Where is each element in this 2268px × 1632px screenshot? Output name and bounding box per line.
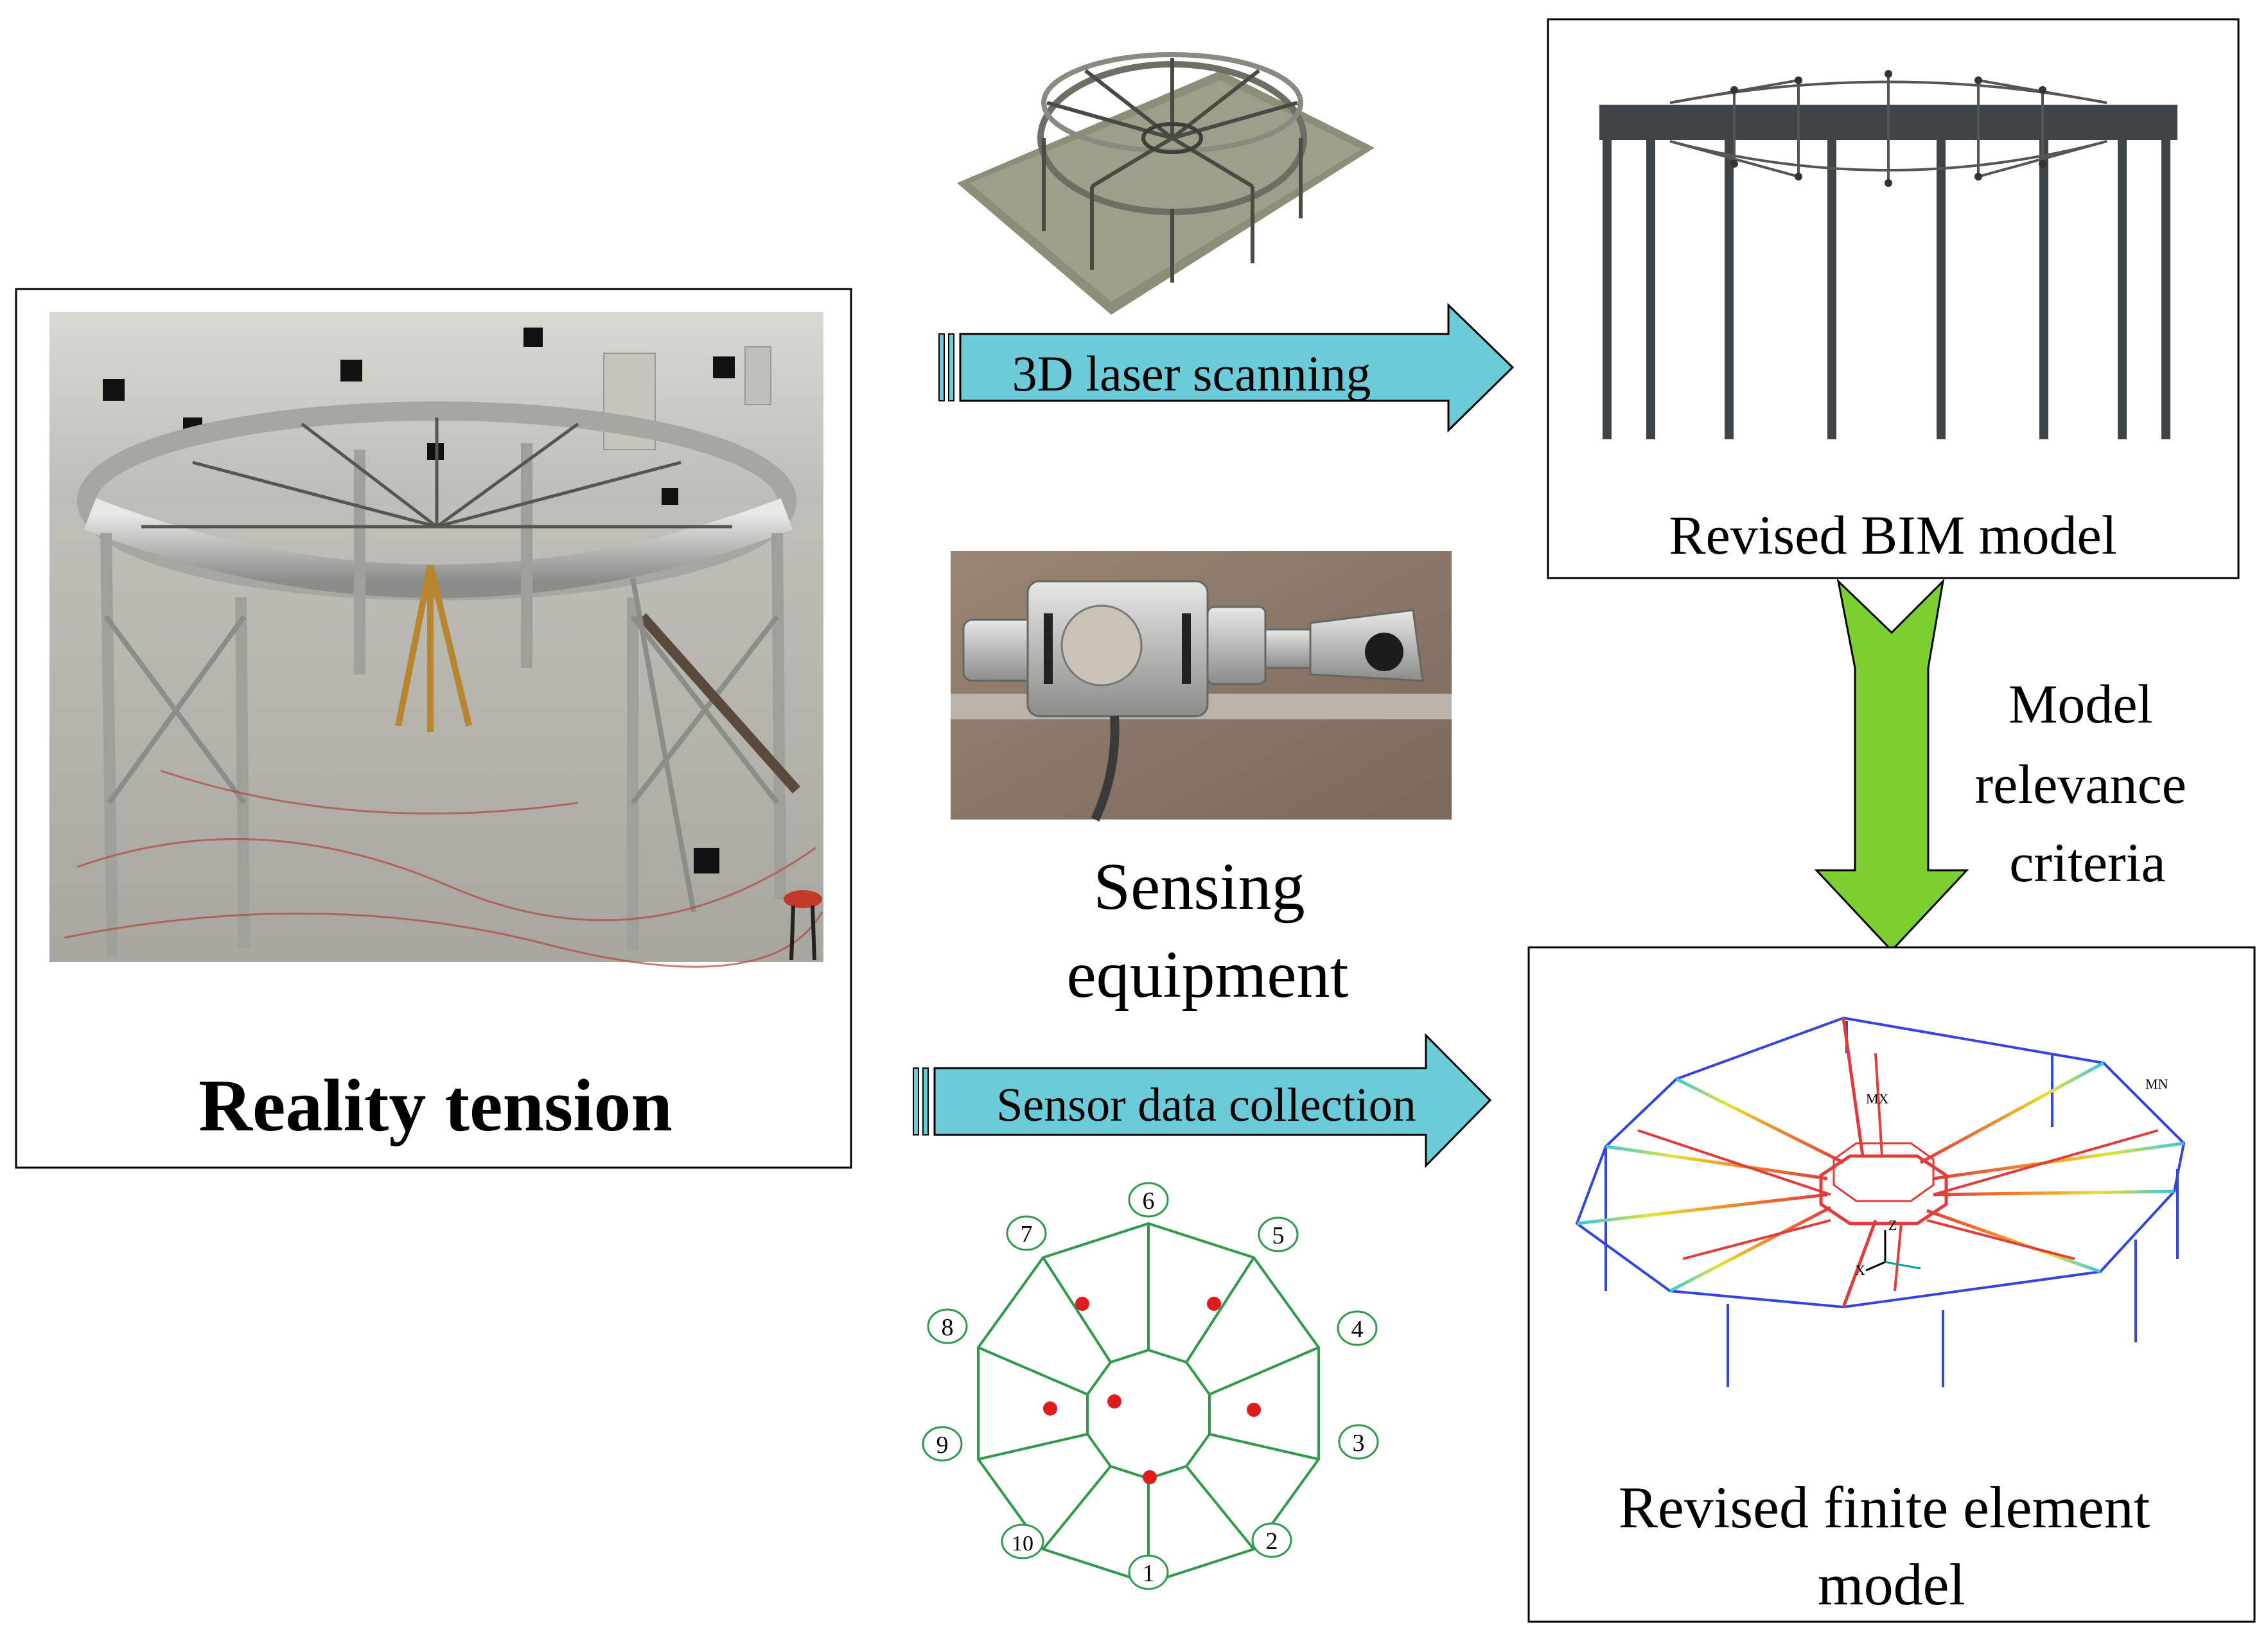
fe-caption-line-1: Revised finite element xyxy=(1619,1475,2150,1540)
svg-text:9: 9 xyxy=(936,1432,949,1459)
sensing-equipment-line-1: Sensing xyxy=(1093,850,1305,924)
fe-mx-marker: MX xyxy=(1866,1091,1889,1107)
reality-photo xyxy=(49,312,823,968)
bim-model-drawing xyxy=(1599,70,2177,439)
svg-text:4: 4 xyxy=(1351,1316,1364,1343)
model-relevance-arrow: Model relevance criteria xyxy=(1814,578,2201,952)
node-label-5: 5 xyxy=(1258,1216,1299,1252)
relevance-line-3: criteria xyxy=(2009,832,2165,893)
node-label-8: 8 xyxy=(927,1308,968,1344)
laser-scanning-label: 3D laser scanning xyxy=(1012,346,1371,401)
finite-element-drawing: Z X MX MN xyxy=(1575,1016,2186,1387)
svg-text:3: 3 xyxy=(1353,1430,1365,1457)
sensor-dots xyxy=(1043,1297,1261,1484)
sensing-equipment-photo xyxy=(951,551,1452,821)
svg-text:Sensing equipment: Sensing equipment xyxy=(1066,850,1348,1012)
sensor-data-arrow: Sensor data collection xyxy=(913,1033,1492,1168)
node-label-2: 2 xyxy=(1251,1522,1292,1558)
point-cloud-scan-image xyxy=(957,52,1375,315)
svg-text:10: 10 xyxy=(1012,1532,1033,1556)
sensor-layout-diagram: 1 2 3 4 5 6 7 xyxy=(922,1182,1379,1590)
bim-model-panel: Revised BIM model xyxy=(1547,18,2240,579)
relevance-line-1: Model xyxy=(2009,673,2153,735)
svg-text:1: 1 xyxy=(1143,1560,1155,1587)
bim-model-caption: Revised BIM model xyxy=(1669,504,2117,566)
finite-element-panel: Z X MX MN Revised finite element model xyxy=(1527,946,2256,1623)
node-label-4: 4 xyxy=(1337,1310,1378,1346)
fe-axis-x: X xyxy=(1855,1262,1865,1278)
svg-text:8: 8 xyxy=(942,1314,954,1341)
node-label-1: 1 xyxy=(1128,1554,1169,1590)
sensing-equipment-line-2: equipment xyxy=(1066,938,1348,1012)
fe-axis-z: Z xyxy=(1888,1217,1897,1233)
sensor-data-label: Sensor data collection xyxy=(996,1079,1416,1132)
node-label-3: 3 xyxy=(1338,1424,1379,1460)
node-label-7: 7 xyxy=(1006,1215,1047,1251)
node-label-6: 6 xyxy=(1128,1182,1169,1218)
node-label-10: 10 xyxy=(1001,1523,1044,1559)
svg-text:Revised finite element m: Revised finite element model xyxy=(1619,1475,2165,1617)
svg-text:2: 2 xyxy=(1266,1528,1278,1555)
reality-tension-caption: Reality tension xyxy=(198,1065,672,1147)
svg-text:5: 5 xyxy=(1272,1222,1285,1249)
node-label-9: 9 xyxy=(922,1426,963,1462)
fe-caption-line-2: model xyxy=(1818,1552,1965,1617)
svg-text:6: 6 xyxy=(1143,1188,1155,1215)
laser-scanning-arrow: 3D laser scanning xyxy=(938,303,1515,433)
relevance-line-2: relevance xyxy=(1975,753,2186,815)
svg-text:7: 7 xyxy=(1021,1221,1033,1248)
reality-tension-panel: Reality tension xyxy=(15,288,852,1169)
fe-mn-marker: MN xyxy=(2145,1076,2168,1092)
svg-text:Model relevance cr: Model relevance criteria xyxy=(1975,673,2201,893)
